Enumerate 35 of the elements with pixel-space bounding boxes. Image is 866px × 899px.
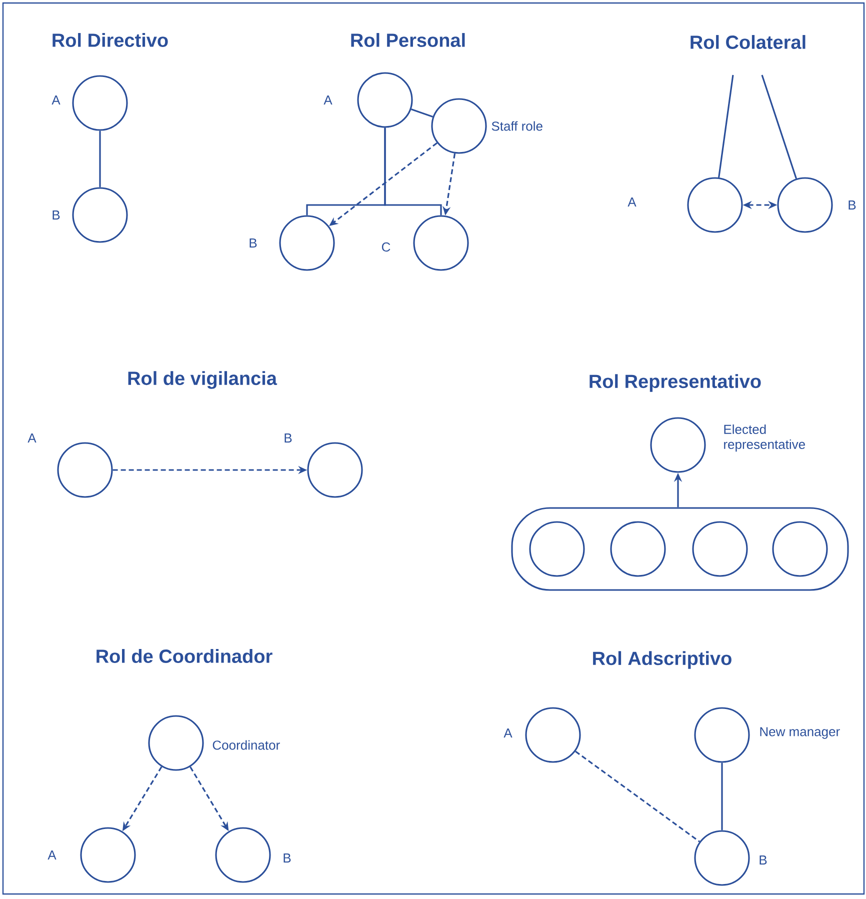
section-title: Rol Representativo: [590, 374, 761, 392]
section-title: Rol Directivo: [52, 33, 168, 47]
section-title: Rol de vigilancia: [128, 371, 278, 389]
node-label: A: [324, 96, 332, 104]
node-label: B: [52, 210, 60, 220]
node-label: C: [382, 242, 390, 252]
connector: [718, 74, 734, 178]
node-label: Coordinator: [212, 740, 280, 750]
connector: [410, 108, 434, 118]
node-label: A: [52, 96, 60, 104]
node-label: A: [504, 728, 512, 738]
section-title: Rol Personal: [351, 33, 465, 47]
node-label: B: [250, 238, 257, 248]
node-label: Elected representative: [724, 424, 805, 452]
node-label: A: [28, 434, 36, 442]
node-label: A: [628, 198, 636, 206]
node-label: New manager: [760, 727, 840, 739]
section-title: Rol de Coordinador: [96, 649, 272, 663]
section-title: Rol Colateral: [690, 35, 806, 49]
circle-node: [692, 521, 748, 577]
connector: [575, 750, 700, 842]
circle-node: [610, 521, 666, 577]
connector: [384, 128, 442, 216]
connector: [721, 762, 723, 830]
node-label: A: [48, 850, 56, 860]
circle-node: [529, 521, 585, 577]
node-label: B: [760, 856, 767, 864]
node-label: B: [284, 434, 292, 442]
connector: [99, 130, 101, 188]
node-label: B: [848, 200, 856, 210]
section-title: Rol Adscriptivo: [593, 651, 732, 669]
circle-node: [772, 521, 828, 577]
node-label: Staff role: [492, 121, 542, 131]
connector: [761, 74, 798, 179]
node-label: B: [284, 854, 291, 862]
